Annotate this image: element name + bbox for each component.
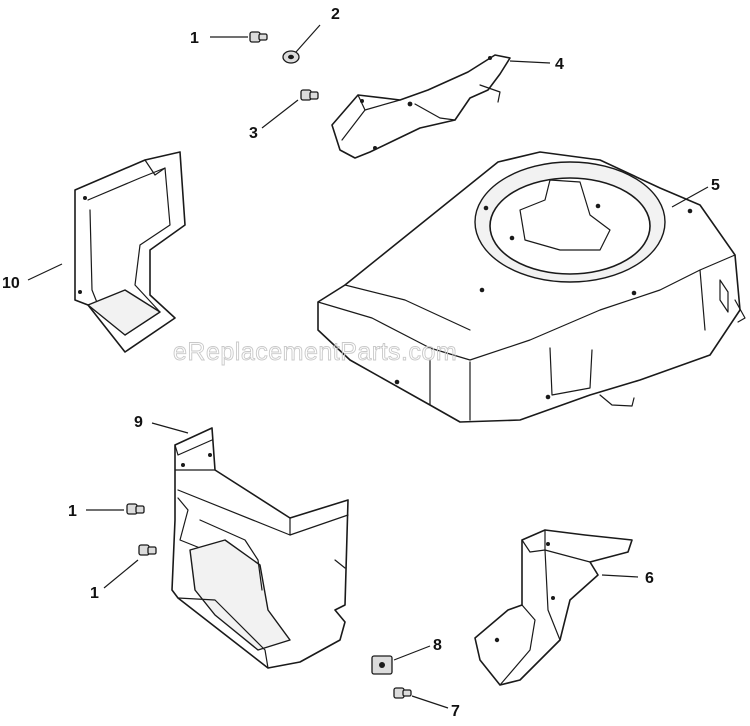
callout-5: 5 <box>711 177 720 194</box>
part-2-nut[interactable] <box>282 50 300 64</box>
callout-8: 8 <box>433 637 442 654</box>
part-10-baffle[interactable] <box>74 151 186 353</box>
callout-10: 10 <box>2 275 20 292</box>
part-1-screw-top[interactable] <box>249 31 268 43</box>
part-1-screw-middle[interactable] <box>126 503 145 515</box>
callout-6: 6 <box>645 570 654 587</box>
callout-1-middle: 1 <box>68 503 77 520</box>
part-5-blower-housing[interactable] <box>317 151 746 423</box>
part-3-screw[interactable] <box>300 89 319 101</box>
part-6-bracket[interactable] <box>474 529 633 686</box>
callout-2: 2 <box>331 6 340 23</box>
part-4-bracket[interactable] <box>331 54 511 159</box>
part-1-screw-lower[interactable] <box>138 544 157 556</box>
callout-1-top: 1 <box>190 30 199 47</box>
part-8-clip-nut[interactable] <box>371 655 393 675</box>
callout-9: 9 <box>134 414 143 431</box>
callout-3: 3 <box>249 125 258 142</box>
part-7-screw[interactable] <box>393 687 412 699</box>
leader-lines <box>27 24 709 709</box>
part-9-lower-shroud[interactable] <box>171 427 349 669</box>
callout-4: 4 <box>555 56 564 73</box>
callout-1-lower: 1 <box>90 585 99 602</box>
watermark-text: eReplacementParts.com <box>173 338 457 366</box>
callout-7: 7 <box>451 703 460 720</box>
